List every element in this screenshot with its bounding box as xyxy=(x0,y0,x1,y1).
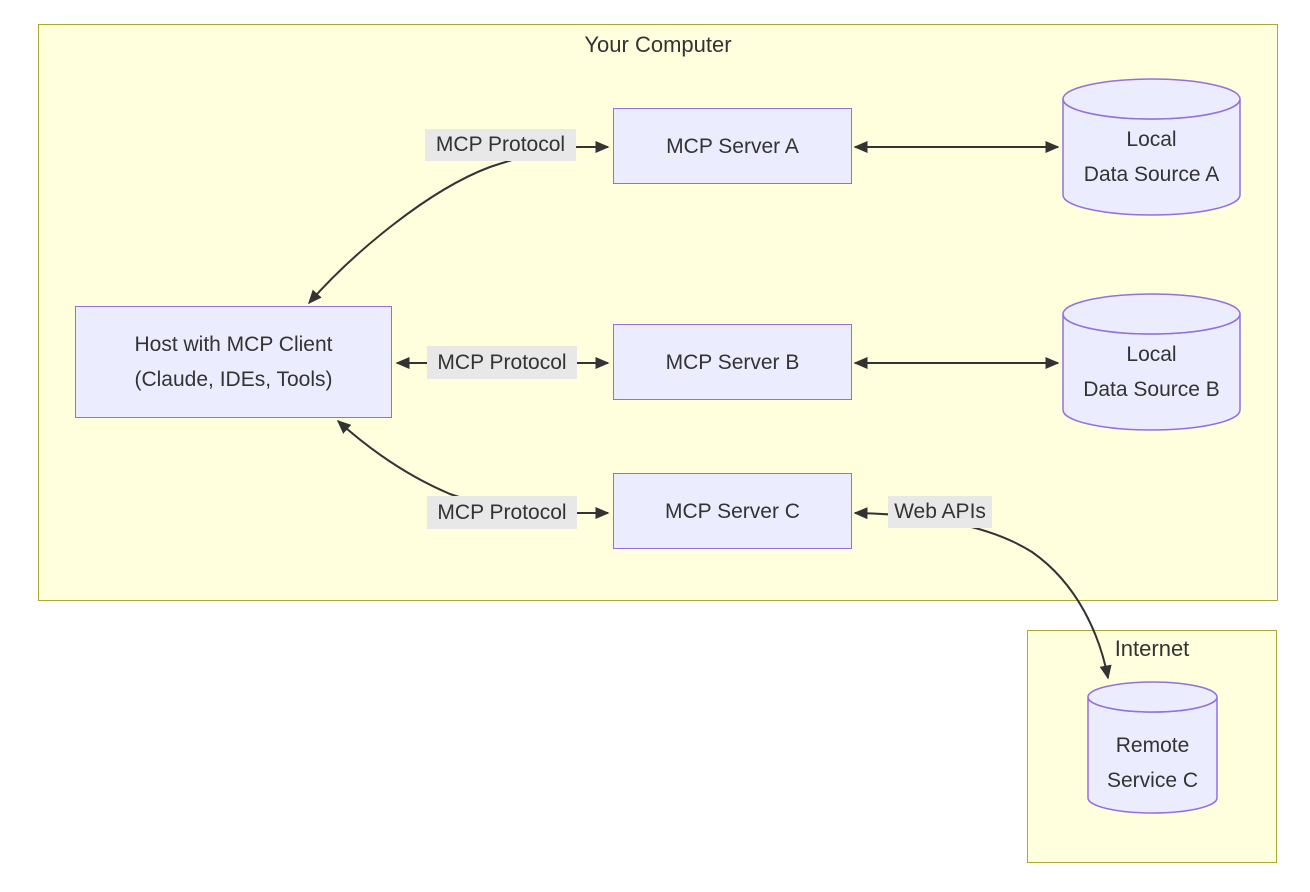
cluster-title-your-computer: Your Computer xyxy=(584,32,732,57)
node-mcp-server-c-label: MCP Server C xyxy=(665,499,800,523)
node-mcp-server-b: MCP Server B xyxy=(613,324,852,400)
cylinder-local-data-source-a xyxy=(1062,78,1241,216)
edge-server-c-remote-service-c xyxy=(853,507,1112,680)
node-host-label-line2: (Claude, IDEs, Tools) xyxy=(134,368,333,391)
node-mcp-server-a: MCP Server A xyxy=(613,108,852,184)
cylinder-local-data-source-b-label: Local Data Source B xyxy=(1063,319,1240,425)
node-mcp-server-b-label: MCP Server B xyxy=(665,350,800,374)
cylinder-remote-service-c xyxy=(1087,681,1218,814)
edge-host-server-a xyxy=(308,141,610,305)
cylinder-remote-service-c-label: Remote Service C xyxy=(1088,712,1217,813)
cluster-title-internet: Internet xyxy=(1114,636,1190,661)
cylinder-local-data-source-a-label: Local Data Source A xyxy=(1063,104,1240,210)
data-source-b-label-line1: Local xyxy=(1126,343,1177,366)
edge-label-web-apis: Web APIs xyxy=(888,496,992,528)
edge-label-mcp-protocol-b: MCP Protocol xyxy=(427,346,577,379)
remote-service-c-label-line1: Remote xyxy=(1115,733,1190,757)
data-source-b-label-line2: Data Source B xyxy=(1083,378,1220,401)
edge-label-mcp-protocol-a: MCP Protocol xyxy=(425,129,576,161)
node-mcp-server-a-label: MCP Server A xyxy=(666,134,799,158)
remote-service-c-label-line2: Service C xyxy=(1106,768,1199,792)
data-source-a-label-line1: Local xyxy=(1126,128,1177,151)
node-host-label-line1: Host with MCP Client xyxy=(134,333,333,356)
cylinder-local-data-source-b xyxy=(1062,293,1241,431)
edge-label-mcp-protocol-c: MCP Protocol xyxy=(427,496,577,529)
node-mcp-server-c: MCP Server C xyxy=(613,473,852,549)
data-source-a-label-line2: Data Source A xyxy=(1083,163,1220,186)
node-host-with-mcp-client: Host with MCP Client (Claude, IDEs, Tool… xyxy=(75,306,392,418)
